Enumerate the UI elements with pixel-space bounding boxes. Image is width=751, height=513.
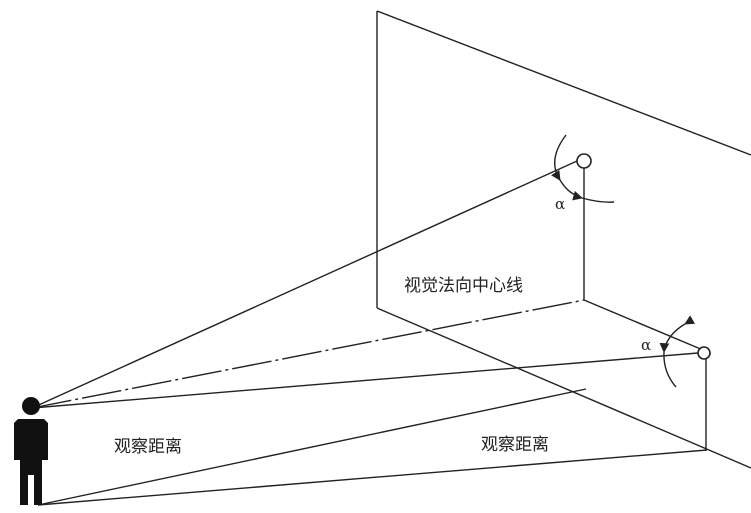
target-right-circle [697,346,711,360]
normal-center-line [31,299,585,409]
panel-reference-lines [583,167,704,351]
center-line-label: 视觉法向中心线 [404,276,523,296]
display-panel [376,10,751,469]
alpha-label-right: α [641,336,652,354]
angle-arc-right [659,315,696,388]
sight-lines [31,160,699,409]
observation-distance-label-left: 观察距离 [114,437,182,457]
alpha-label-top: α [555,195,566,213]
observer-figure [14,397,48,505]
sight-line-right-target [31,352,699,409]
sight-line-top-target [31,160,578,409]
angle-arc-top [551,134,615,203]
target-top-circle [576,153,592,169]
ground-lines [37,388,708,506]
observation-distance-label-right: 观察距离 [481,435,549,455]
